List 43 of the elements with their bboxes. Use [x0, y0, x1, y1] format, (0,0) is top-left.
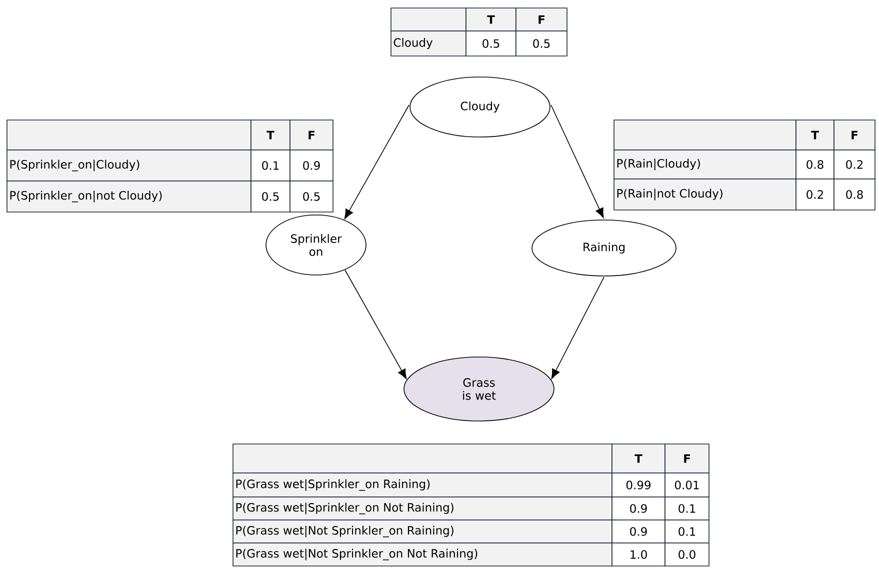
header-cell: F	[516, 8, 568, 32]
ellipse-node: Raining	[532, 220, 676, 276]
value-cell: 0.5	[250, 180, 290, 212]
row-label-cell: P(Grass wet|Not Sprinkler_on Not Raining)	[232, 542, 612, 566]
value-cell: 0.5	[290, 180, 334, 212]
header-cell: F	[834, 120, 876, 150]
row-label-cell: P(Rain|not Cloudy)	[614, 178, 796, 210]
value-cell: 1.0	[612, 542, 666, 566]
value-cell: 0.1	[664, 520, 710, 544]
arrow	[551, 276, 604, 380]
value-cell: 0.99	[612, 472, 666, 498]
row-label-cell: P(Grass wet|Sprinkler_on Not Raining)	[232, 496, 612, 520]
header-cell: T	[250, 120, 290, 150]
header-cell: T	[612, 444, 666, 474]
value-cell: 0.9	[612, 496, 666, 520]
row-label-cell: Cloudy	[390, 30, 466, 56]
arrow	[344, 270, 407, 380]
value-cell: 0.9	[290, 150, 334, 182]
header-cell: F	[290, 120, 334, 150]
arrow	[550, 104, 604, 218]
value-cell: 0.2	[834, 150, 876, 180]
value-cell: 0.0	[664, 542, 710, 566]
row-label-cell: P(Sprinkler_on|not Cloudy)	[6, 180, 252, 212]
header-cell: T	[466, 8, 516, 32]
value-cell: 0.5	[466, 30, 516, 56]
value-cell: 0.5	[516, 30, 568, 56]
arrow	[344, 104, 410, 220]
row-label-cell: P(Rain|Cloudy)	[614, 150, 796, 180]
header-cell: F	[664, 444, 710, 474]
row-label-cell: P(Grass wet|Sprinkler_on Raining)	[232, 472, 612, 498]
value-cell: 0.8	[834, 178, 876, 210]
value-cell: 0.2	[796, 178, 834, 210]
row-label-cell: P(Grass wet|Not Sprinkler_on Raining)	[232, 520, 612, 544]
value-cell: 0.1	[250, 150, 290, 182]
ellipse-node: Sprinkler on	[266, 214, 366, 276]
value-cell: 0.01	[664, 472, 710, 498]
ellipse-node: Cloudy	[410, 76, 550, 138]
row-label-cell: P(Sprinkler_on|Cloudy)	[6, 150, 252, 182]
value-cell: 0.8	[796, 150, 834, 180]
value-cell: 0.1	[664, 496, 710, 520]
ellipse-node: Grass is wet	[404, 356, 554, 422]
header-cell: T	[796, 120, 834, 150]
value-cell: 0.9	[612, 520, 666, 544]
